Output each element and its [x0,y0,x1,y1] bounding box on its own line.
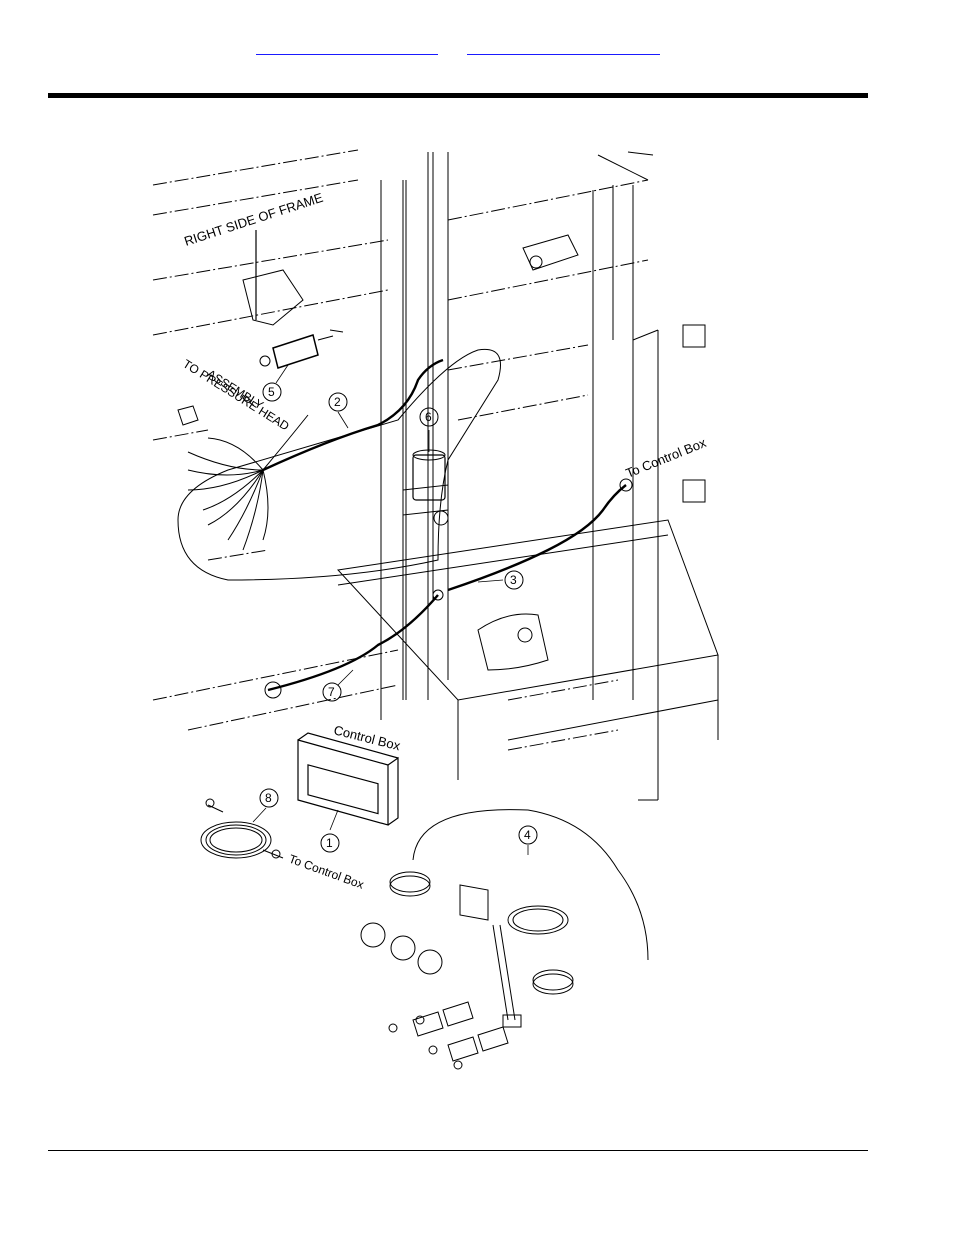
control-valve [412,454,446,501]
lower-frame [336,519,719,780]
cable-8 [200,804,284,859]
header-link-1[interactable] [256,38,438,55]
harness-breakouts [187,414,309,551]
label-assembly: ASSEMBLY [204,367,266,413]
bolt-set [388,1001,509,1070]
label-to-control-box-lower: To Control Box [287,852,366,892]
harness-7 [267,594,439,692]
callout-7: 7 [328,685,335,699]
header-rule [48,93,868,98]
control-box [297,732,399,826]
footer-rule [48,1150,868,1151]
frame-cutout [682,479,706,503]
kit-4-bracket [412,809,649,961]
callout-6: 6 [425,410,432,424]
callout-1: 1 [326,836,333,850]
sensor-bracket [242,269,304,326]
pressure-sensor [272,334,319,369]
callout-8: 8 [265,791,272,805]
parts-diagram: RIGHT SIDE OF FRAME TO PRESSURE HEAD ASS… [152,149,719,1070]
label-control-box: Control Box [332,722,402,753]
label-frame: RIGHT SIDE OF FRAME [182,190,325,249]
frame-posts [380,151,659,801]
callout-leaders [252,364,529,855]
callout-3: 3 [510,573,517,587]
harness-3 [447,484,627,592]
callout-circles [259,382,538,853]
callout-4: 4 [524,828,531,842]
header-link-2[interactable] [467,38,660,55]
frame-outline [152,149,649,751]
callout-2: 2 [334,395,341,409]
callout-5: 5 [268,385,275,399]
harness-2 [262,358,444,472]
label-to-control-box-upper: To Control Box [624,435,709,481]
kit-4-parts [360,871,574,1028]
bracket-lug [522,234,579,271]
frame-cutout [682,324,706,348]
